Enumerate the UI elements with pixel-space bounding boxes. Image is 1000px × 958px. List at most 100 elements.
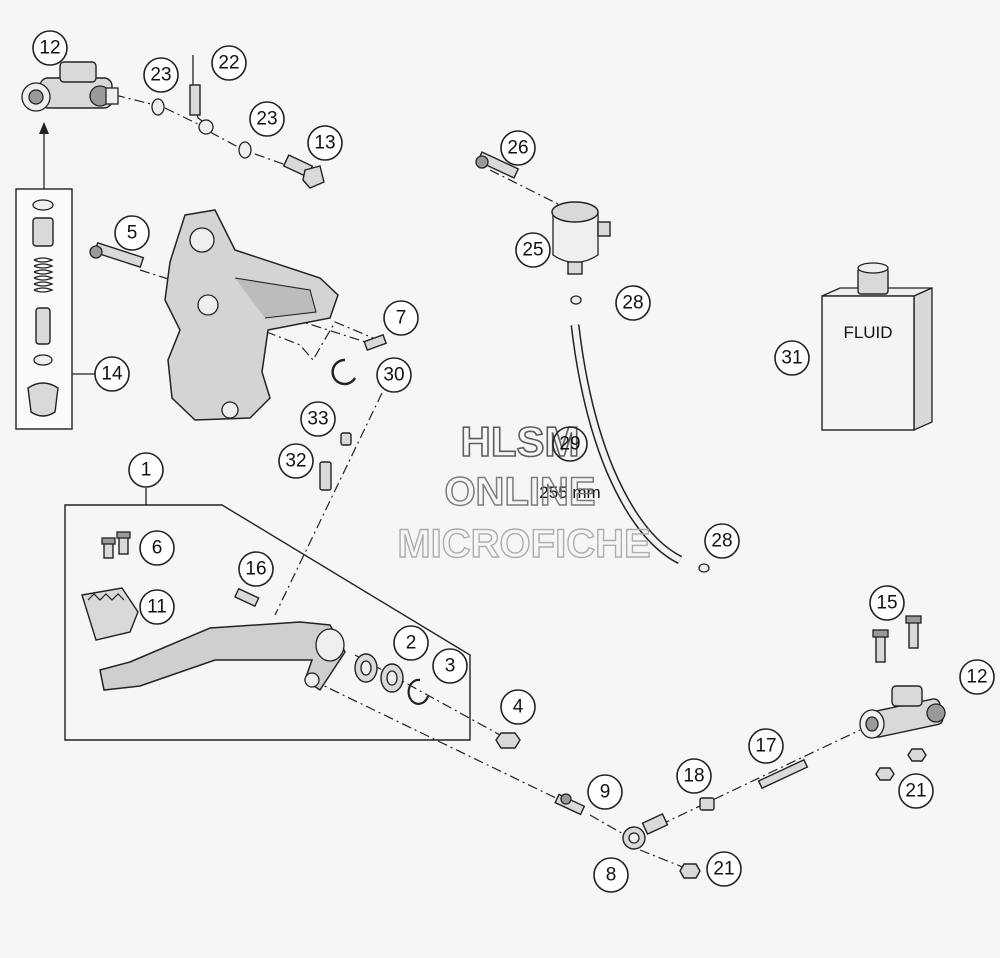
callout-number: 21 <box>713 859 734 880</box>
master-cylinder-rear <box>859 685 946 739</box>
callout-number: 28 <box>711 531 732 552</box>
pushrod-17 <box>757 758 809 790</box>
callout-number: 29 <box>559 434 580 455</box>
callout-circle <box>676 758 712 794</box>
callout-number: 14 <box>101 364 123 385</box>
callout-circle <box>515 232 551 268</box>
callout-c12b: 12 <box>959 659 995 695</box>
callout-circle <box>383 300 419 336</box>
callout-number: 12 <box>966 667 987 688</box>
callout-number: 15 <box>876 593 897 614</box>
callout-number: 30 <box>383 365 404 386</box>
kit-arrow <box>39 122 49 189</box>
repair-kit-parts <box>27 199 59 417</box>
callout-circle <box>704 523 740 559</box>
callout-c30: 30 <box>376 357 412 393</box>
callout-c9: 9 <box>587 774 623 810</box>
callout-c6: 6 <box>139 530 175 566</box>
callout-c2: 2 <box>393 625 429 661</box>
callout-circle <box>500 689 536 725</box>
callout-c17: 17 <box>748 728 784 764</box>
callout-c28b: 28 <box>704 523 740 559</box>
callout-number: 7 <box>396 308 407 329</box>
callout-c26: 26 <box>500 130 536 166</box>
callout-number: 5 <box>127 223 138 244</box>
callout-c5: 5 <box>114 215 150 251</box>
hose-clamp-28a <box>570 295 582 305</box>
callout-number: 11 <box>147 597 167 618</box>
watermark: HLSM ONLINE MICROFICHE <box>397 417 652 567</box>
callout-circle <box>393 625 429 661</box>
callout-number: 28 <box>622 293 643 314</box>
callout-number: 18 <box>683 766 704 787</box>
callout-number: 2 <box>406 633 417 654</box>
watermark-line2: ONLINE <box>444 470 595 514</box>
callout-number: 16 <box>245 559 266 580</box>
callout-circle <box>143 57 179 93</box>
callout-number: 21 <box>905 781 926 802</box>
assembly-box-1 <box>64 504 471 741</box>
callout-number: 12 <box>39 38 60 59</box>
callout-circle <box>959 659 995 695</box>
callout-number: 9 <box>600 782 611 803</box>
callout-circle <box>94 356 130 392</box>
watermark-line3: MICROFICHE <box>397 522 650 566</box>
callout-number: 13 <box>314 133 335 154</box>
callout-circle <box>898 773 934 809</box>
pin-33 <box>340 432 352 446</box>
callout-circle <box>238 551 274 587</box>
washer-23b <box>238 141 252 159</box>
callout-circle <box>432 648 468 684</box>
callout-number: 32 <box>285 451 306 472</box>
screw-7 <box>363 333 388 352</box>
callout-c11: 11 <box>139 589 175 625</box>
callout-circle <box>552 426 588 462</box>
callout-circle <box>32 30 68 66</box>
callout-c15: 15 <box>869 585 905 621</box>
callout-number: 4 <box>513 697 524 718</box>
callout-c23a: 23 <box>143 57 179 93</box>
callout-circle <box>139 589 175 625</box>
callout-c21a: 21 <box>898 773 934 809</box>
callout-c3: 3 <box>432 648 468 684</box>
callout-c4: 4 <box>500 689 536 725</box>
callout-circle <box>706 851 742 887</box>
callout-circle <box>300 401 336 437</box>
bearings-2 <box>354 653 404 693</box>
callout-number: 8 <box>606 865 617 886</box>
callout-c7: 7 <box>383 300 419 336</box>
callout-c22: 22 <box>211 45 247 81</box>
callout-c12a: 12 <box>32 30 68 66</box>
hose-22 <box>189 55 214 135</box>
circlip-30 <box>331 358 357 386</box>
callout-number: 25 <box>522 240 543 261</box>
callout-number: 17 <box>755 736 776 757</box>
footrest-bracket <box>164 209 339 421</box>
callout-c18: 18 <box>676 758 712 794</box>
screw-16 <box>233 587 260 608</box>
callout-c23b: 23 <box>249 101 285 137</box>
bolt-32 <box>319 461 332 491</box>
callout-circle <box>869 585 905 621</box>
callout-number: 26 <box>507 138 528 159</box>
callout-c33: 33 <box>300 401 336 437</box>
callout-number: 6 <box>152 538 163 559</box>
banjo-bolt-13 <box>282 154 325 189</box>
washer-23a <box>151 98 165 116</box>
screws-6 <box>101 531 131 559</box>
callout-number: 23 <box>256 109 277 130</box>
callout-c21b: 21 <box>706 851 742 887</box>
circlip-3 <box>407 678 430 705</box>
callout-circle <box>139 530 175 566</box>
callout-c28a: 28 <box>615 285 651 321</box>
fluid-label: FLUID <box>843 323 892 342</box>
callout-number: 23 <box>150 65 171 86</box>
callout-circle <box>615 285 651 321</box>
callout-number: 33 <box>307 409 328 430</box>
brake-pedal-lever <box>99 621 346 692</box>
callout-c16: 16 <box>238 551 274 587</box>
callout-circle <box>249 101 285 137</box>
nut-21-upper-b <box>907 748 927 762</box>
